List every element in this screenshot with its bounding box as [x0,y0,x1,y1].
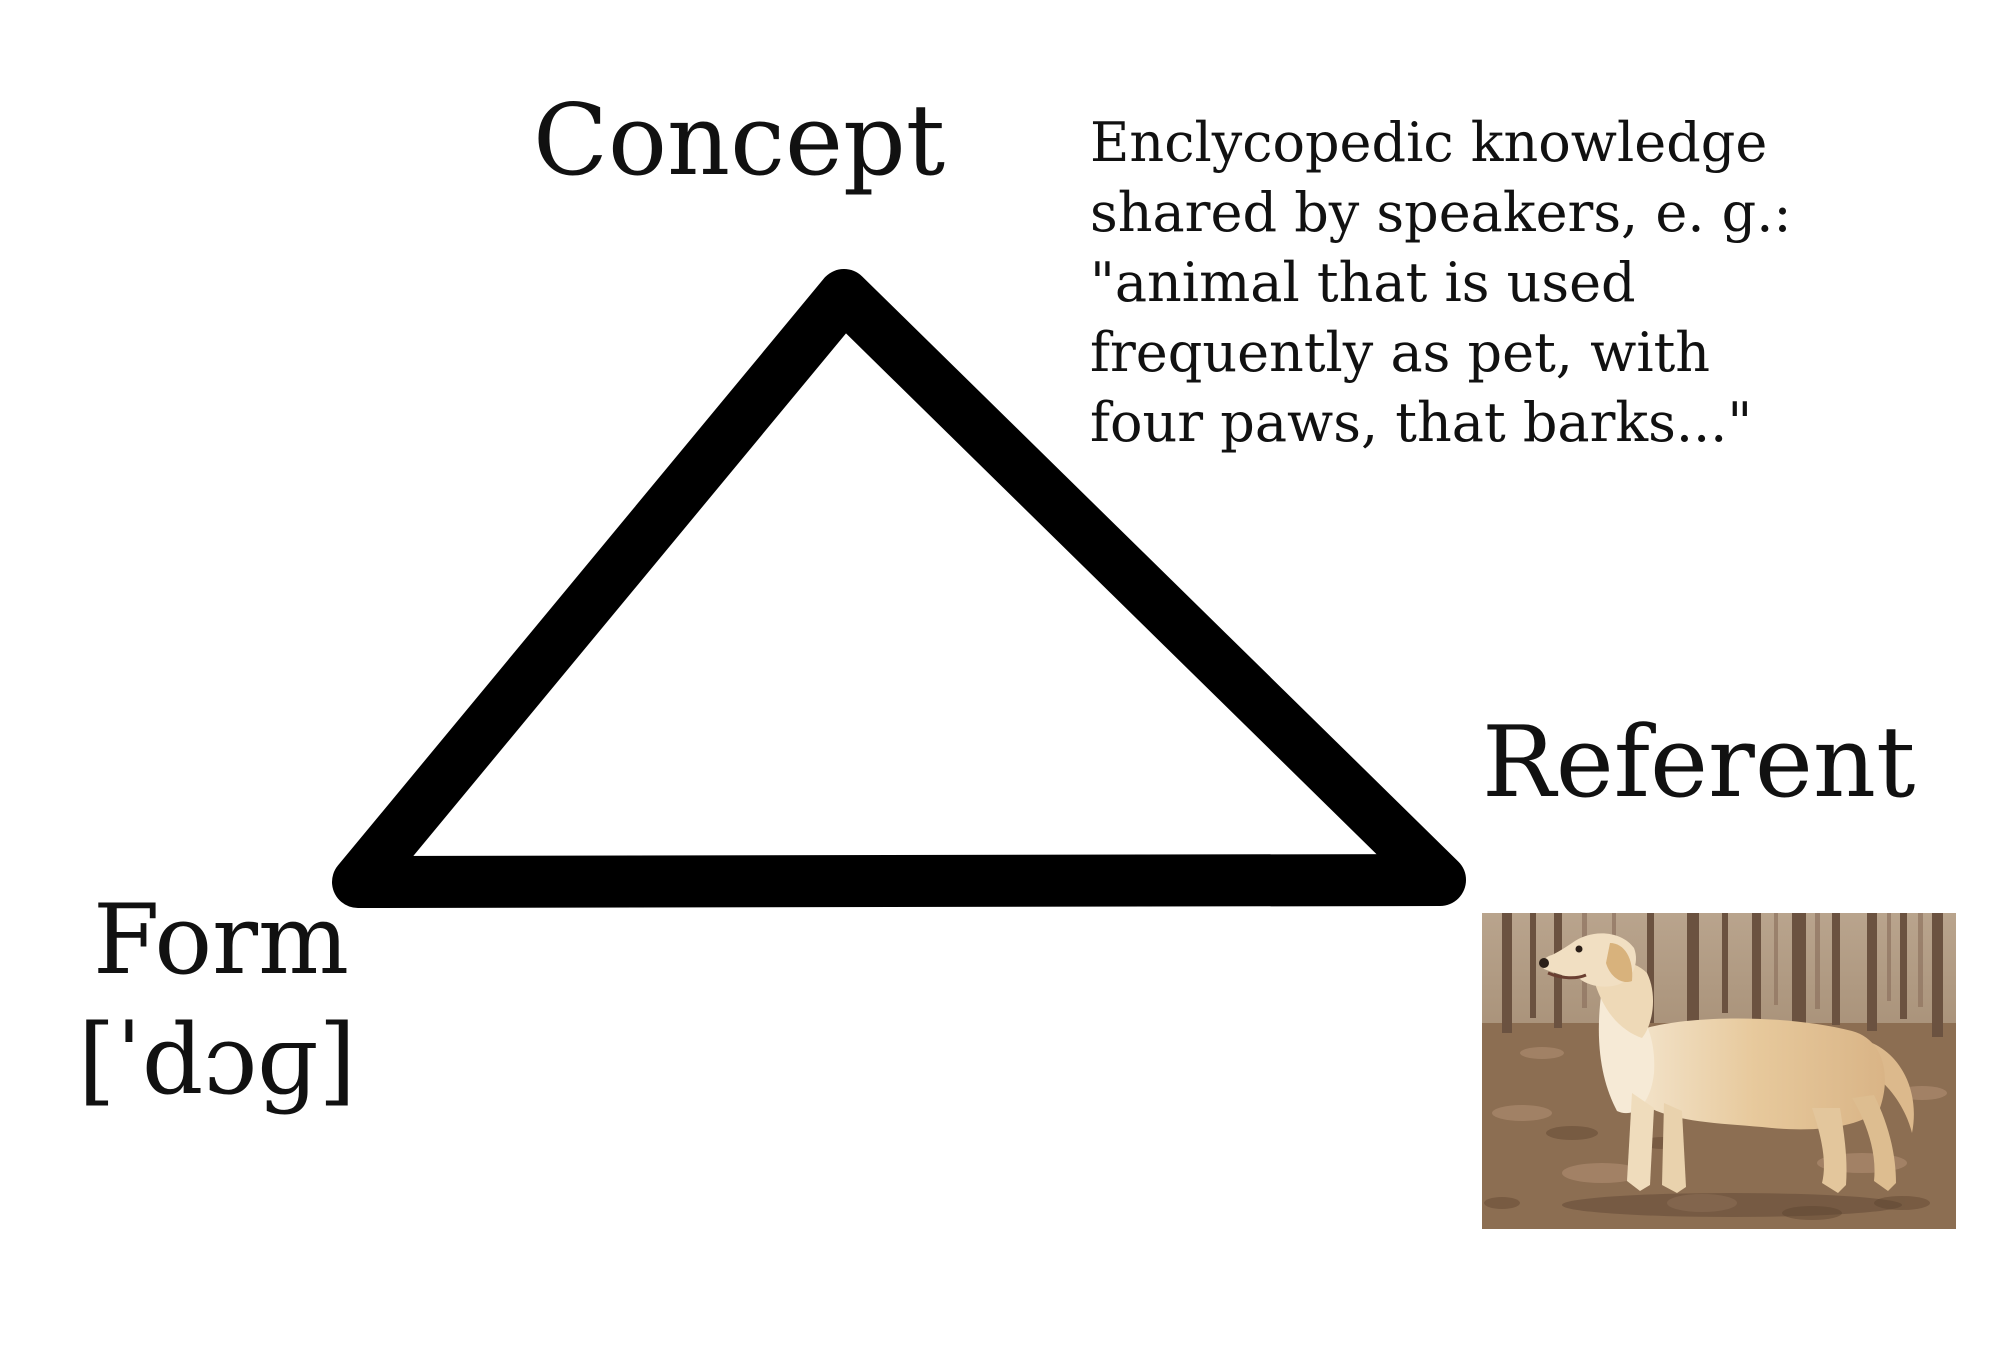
concept-description-line: "animal that is used [1090,251,1636,314]
form-transcription: [ˈdɔɡ] [78,1004,356,1116]
concept-description-line: shared by speakers, e. g.: [1090,181,1792,244]
concept-description-line: four paws, that barks..." [1090,391,1753,454]
concept-description: Enclycopedic knowledge shared by speaker… [1090,108,1850,458]
concept-label: Concept [533,84,946,198]
form-label: Form [93,884,350,996]
concept-description-line: frequently as pet, with [1090,321,1711,384]
dog-photo-illustration [1482,913,1956,1229]
concept-description-line: Enclycopedic knowledge [1090,111,1768,174]
referent-label: Referent [1482,706,1916,820]
dog-photo [1482,913,1956,1229]
